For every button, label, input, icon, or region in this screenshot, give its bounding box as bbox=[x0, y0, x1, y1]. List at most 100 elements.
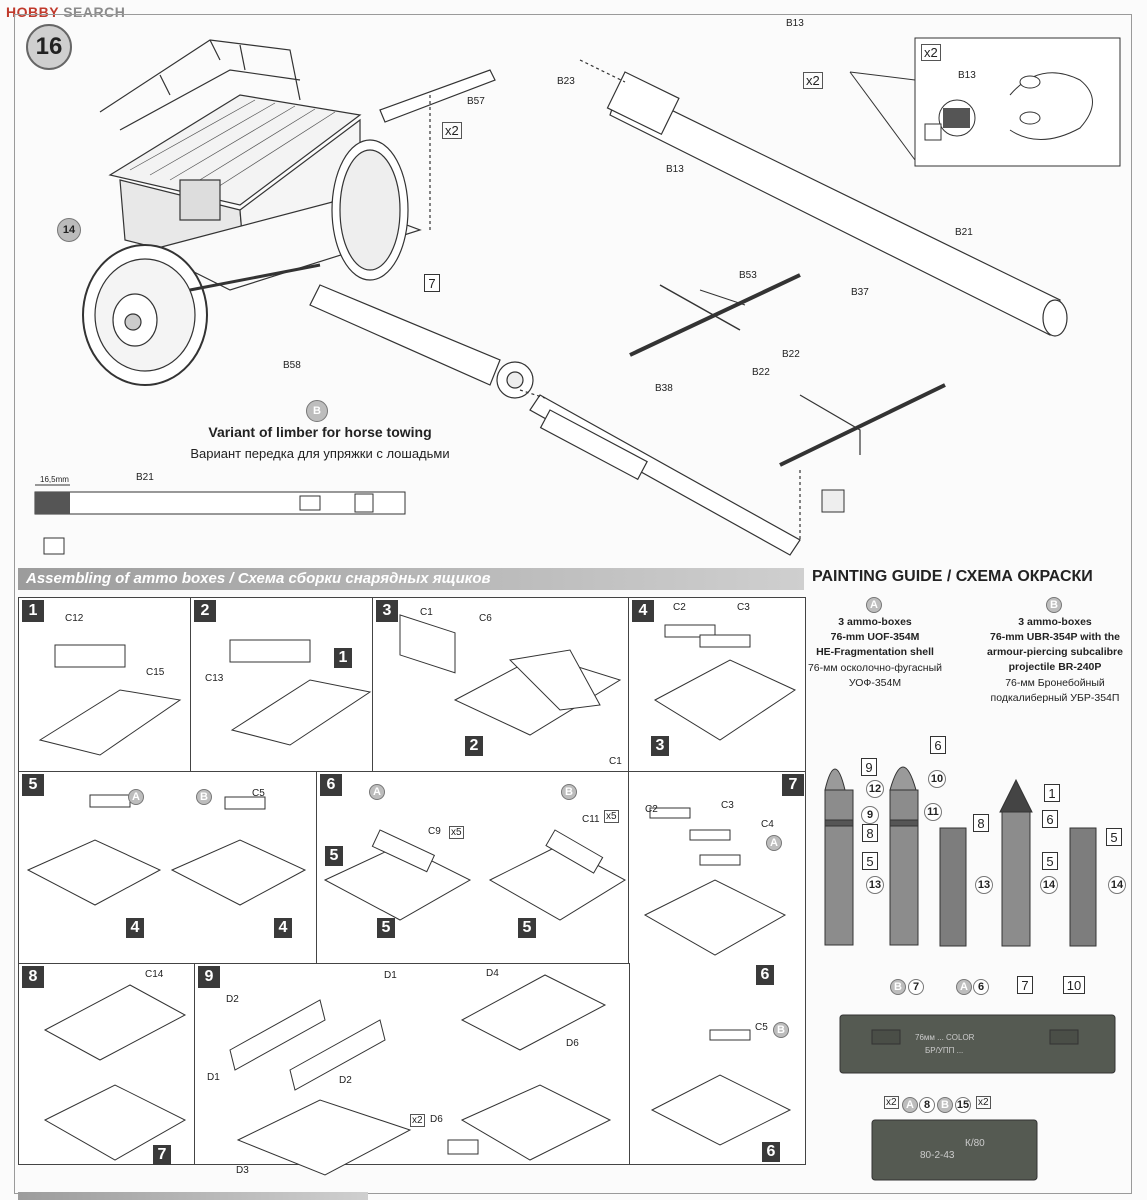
pg-b1-sq6: 6 bbox=[1042, 810, 1058, 828]
pg-a1-sq5: 5 bbox=[862, 852, 878, 870]
step-1-cell bbox=[18, 597, 192, 773]
label-c11: C11 bbox=[582, 814, 600, 825]
step-6-number: 6 bbox=[320, 774, 342, 796]
step-9-number: 9 bbox=[198, 966, 220, 988]
label-c9-x5: x5 bbox=[449, 826, 464, 839]
pg-a1-c9: 9 bbox=[861, 806, 879, 824]
watermark-text: SEARCH bbox=[63, 4, 126, 20]
label-x2-b57: x2 bbox=[442, 122, 462, 139]
ref-step-6-b: 6 bbox=[762, 1142, 780, 1162]
pg-a-heading: 3 ammo-boxes 76-mm UOF-354M HE-Fragmenta… bbox=[805, 615, 945, 660]
pg-a-head2: 76-mm UOF-354M bbox=[830, 631, 920, 643]
label-d2-b: D2 bbox=[339, 1075, 352, 1086]
pg-b-head4: projectile BR-240P bbox=[1008, 661, 1102, 673]
label-c14: C14 bbox=[145, 969, 164, 980]
step-6-cell bbox=[316, 771, 630, 965]
step5-variant-a: A bbox=[128, 789, 144, 805]
pg-a2-c10: 10 bbox=[928, 770, 946, 788]
label-c3: C3 bbox=[737, 602, 750, 613]
step-1-number: 1 bbox=[22, 600, 44, 622]
step6-variant-b: B bbox=[561, 784, 577, 800]
pg-a-subheading: 76-мм осколочно-фугасный УОФ-354М bbox=[805, 661, 945, 691]
label-c2-b: C2 bbox=[645, 804, 658, 815]
step-number-badge: 16 bbox=[26, 24, 72, 70]
pg-box2-b: B bbox=[937, 1097, 953, 1113]
ref-step-4-a: 4 bbox=[126, 918, 144, 938]
step6-variant-a: A bbox=[369, 784, 385, 800]
pg-a1-c12: 12 bbox=[866, 780, 884, 798]
variant-subtitle: Вариант передка для упряжки с лошадьми bbox=[190, 446, 450, 461]
pg-circle-b: B bbox=[1046, 597, 1062, 613]
ref-step-7: 7 bbox=[153, 1145, 171, 1165]
pg-box2-15: 15 bbox=[955, 1097, 971, 1113]
step7-variant-b: B bbox=[773, 1022, 789, 1038]
label-c1-b: C1 bbox=[609, 756, 622, 767]
step-2-number: 2 bbox=[194, 600, 216, 622]
label-dimension: 16,5mm bbox=[40, 475, 69, 484]
label-c3-b: C3 bbox=[721, 800, 734, 811]
label-b13-inset: B13 bbox=[958, 70, 976, 81]
ref-step-1: 1 bbox=[334, 648, 352, 668]
pg-box2-text2: К/80 bbox=[965, 1138, 985, 1149]
bottom-section-bar bbox=[18, 1192, 368, 1200]
pg-a1-sq8: 8 bbox=[862, 824, 878, 842]
label-b53: B53 bbox=[739, 270, 757, 281]
pg-box2-text: 80-2-43 bbox=[920, 1150, 955, 1161]
variant-title: Variant of limber for horse towing bbox=[208, 424, 432, 440]
ammo-box-section-bar: Assembling of ammo boxes / Схема сборки … bbox=[18, 568, 804, 590]
pg-box1-sq7: 7 bbox=[1017, 976, 1033, 994]
label-c2: C2 bbox=[673, 602, 686, 613]
label-d6-b: D6 bbox=[430, 1114, 443, 1125]
pg-a2-sq6: 6 bbox=[930, 736, 946, 754]
step-7-cell bbox=[628, 771, 806, 1165]
pg-b-sub2: подкалиберный УБР-354П bbox=[990, 692, 1120, 704]
pg-b1-sq1: 1 bbox=[1044, 784, 1060, 802]
step5-variant-b: B bbox=[196, 789, 212, 805]
label-c12: C12 bbox=[65, 613, 84, 624]
label-b38: B38 bbox=[655, 383, 673, 394]
label-d6-a: D6 bbox=[566, 1038, 579, 1049]
label-c1-a: C1 bbox=[420, 607, 433, 618]
step-8-cell bbox=[18, 963, 196, 1165]
pg-a-head3: HE-Fragmentation shell bbox=[816, 646, 934, 658]
pg-a1-sq9: 9 bbox=[861, 758, 877, 776]
step-4-number: 4 bbox=[632, 600, 654, 622]
label-c5-b: C5 bbox=[755, 1022, 768, 1033]
pg-b2-sq5: 5 bbox=[1106, 828, 1122, 846]
pg-box1-text2: БР/УПП ... bbox=[925, 1046, 964, 1055]
label-b22-b: B22 bbox=[752, 367, 770, 378]
label-d6-x2: x2 bbox=[410, 1114, 425, 1127]
label-d1-a: D1 bbox=[384, 970, 397, 981]
label-b21-top: B21 bbox=[955, 227, 973, 238]
pg-box1-text: 76мм ... COLOR bbox=[915, 1033, 975, 1042]
label-c13: C13 bbox=[205, 673, 224, 684]
step-3-cell bbox=[372, 597, 630, 773]
label-d1-b: D1 bbox=[207, 1072, 220, 1083]
ref-step-5-c: 5 bbox=[518, 918, 536, 938]
pg-box2-a: A bbox=[902, 1097, 918, 1113]
pg-a1-c13: 13 bbox=[866, 876, 884, 894]
watermark-logo: HOBBY bbox=[6, 4, 59, 20]
variant-circle-b: B bbox=[306, 400, 328, 422]
pg-box1-6: 6 bbox=[973, 979, 989, 995]
pg-a-sub2: УОФ-354М bbox=[848, 677, 902, 689]
limber-illustration bbox=[34, 37, 1121, 556]
step-2-cell bbox=[190, 597, 374, 773]
pg-b-heading: 3 ammo-boxes 76-mm UBR-354P with the arm… bbox=[975, 615, 1135, 675]
label-d4: D4 bbox=[486, 968, 499, 979]
step-5-cell bbox=[18, 771, 318, 965]
pg-b-sub1: 76-мм Бронебойный bbox=[1005, 677, 1105, 689]
label-b21-small: B21 bbox=[136, 472, 154, 483]
ref-part-7: 7 bbox=[424, 274, 440, 292]
label-c5: C5 bbox=[252, 788, 265, 799]
ref-step-2: 2 bbox=[465, 736, 483, 756]
pg-box1-7: 7 bbox=[908, 979, 924, 995]
pg-a3-c13: 13 bbox=[975, 876, 993, 894]
pg-box2-8: 8 bbox=[919, 1097, 935, 1113]
pg-b-head2: 76-mm UBR-354P with the bbox=[990, 631, 1120, 643]
label-c9: C9 bbox=[428, 826, 441, 837]
pg-box1-b: B bbox=[890, 979, 906, 995]
pg-box2-x2b: x2 bbox=[976, 1096, 991, 1109]
ref-step-6-a: 6 bbox=[756, 965, 774, 985]
label-c15: C15 bbox=[146, 667, 165, 678]
